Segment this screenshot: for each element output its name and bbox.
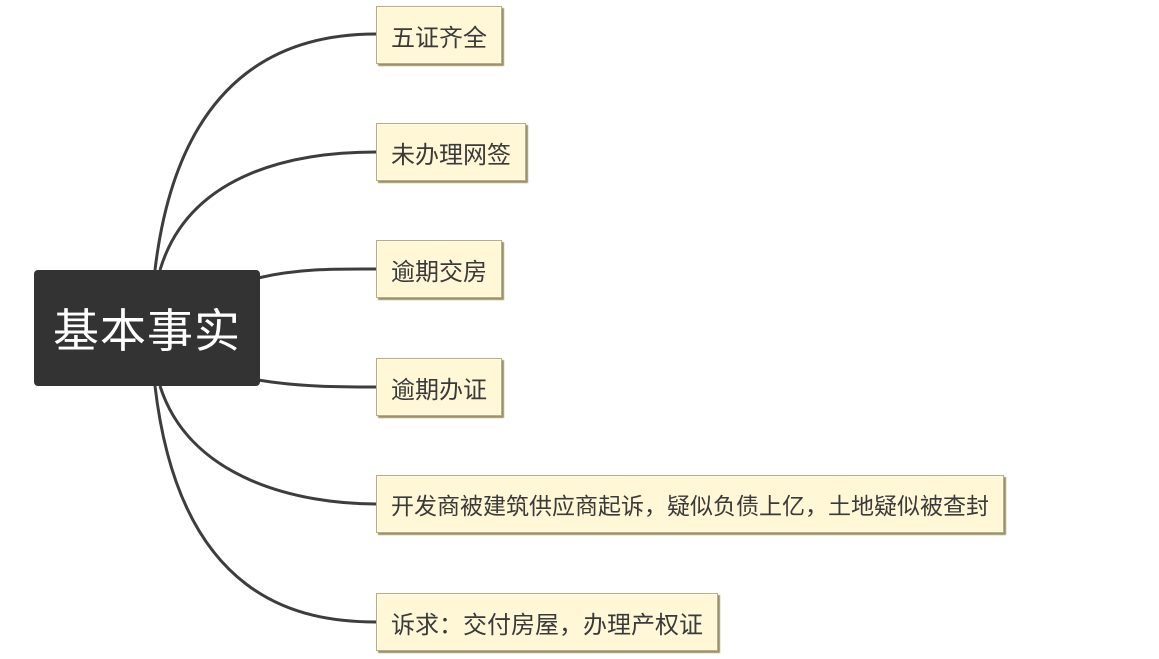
branch-topic-1[interactable]: 五证齐全 — [376, 6, 502, 64]
root-topic-label: 基本事实 — [53, 304, 241, 358]
branch-topic-2[interactable]: 未办理网签 — [376, 123, 526, 181]
branch-topic-label: 五证齐全 — [391, 23, 487, 52]
branch-topic-4[interactable]: 逾期办证 — [376, 358, 502, 416]
branch-topic-label: 开发商被建筑供应商起诉，疑似负债上亿，土地疑似被查封 — [391, 494, 989, 520]
connector-branch-1 — [153, 32, 377, 271]
branch-topic-label: 未办理网签 — [391, 140, 511, 169]
branch-topic-5[interactable]: 开发商被建筑供应商起诉，疑似负债上亿，土地疑似被查封 — [376, 475, 1004, 533]
branch-topic-3[interactable]: 逾期交房 — [376, 240, 502, 298]
branch-topic-label: 逾期办证 — [391, 375, 487, 404]
branch-topic-label: 诉求：交付房屋，办理产权证 — [391, 610, 703, 639]
root-topic[interactable]: 基本事实 — [34, 270, 260, 386]
branch-topic-label: 逾期交房 — [391, 257, 487, 286]
branch-topic-6[interactable]: 诉求：交付房屋，办理产权证 — [376, 593, 718, 651]
connector-branch-3 — [257, 267, 377, 280]
connector-branch-5 — [158, 385, 377, 506]
connector-branch-2 — [158, 150, 377, 271]
connector-branch-4 — [257, 378, 377, 389]
connector-branch-6 — [153, 385, 377, 624]
